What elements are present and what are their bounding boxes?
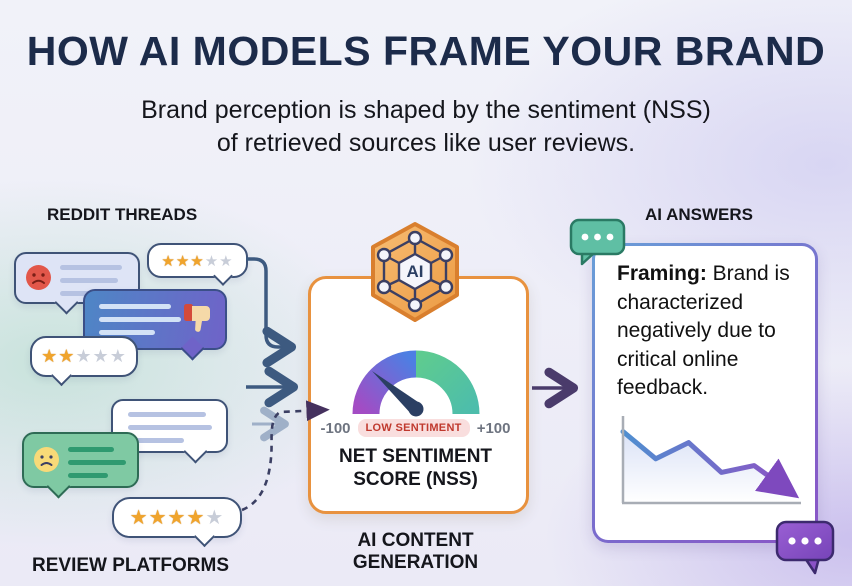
ai-content-generation-label: AI CONTENT GENERATION	[352, 530, 479, 573]
gauge-scale: -100 LOW SENTIMENT +100	[308, 419, 523, 437]
declining-trend-chart	[620, 415, 801, 504]
thumbs-down-icon	[184, 304, 210, 332]
page-title: HOW AI MODELS FRAME YOUR BRAND	[26, 28, 826, 74]
page-subtitle: Brand perception is shaped by the sentim…	[0, 94, 852, 159]
text-lines	[68, 447, 126, 478]
chat-bubble-icon-teal	[569, 218, 626, 266]
star-rating-4of5: ★★★★★	[129, 507, 225, 529]
low-sentiment-badge: LOW SENTIMENT	[357, 419, 470, 437]
sad-face-icon	[26, 265, 51, 290]
arrow-reddit-to-nss	[246, 257, 297, 368]
reddit-bubble-3-stars: ★★★★★	[147, 243, 248, 286]
reddit-bubble-2-stars: ★★★★★	[30, 336, 138, 387]
review-platforms-label: REVIEW PLATFORMS	[32, 555, 230, 576]
ai-answers-label: AI ANSWERS	[645, 205, 753, 224]
bubble-tail	[180, 336, 205, 361]
subtitle-line-1: Brand perception is shaped by the sentim…	[141, 96, 711, 124]
gauge-needle	[372, 371, 421, 415]
review-bubble-sad	[22, 432, 139, 499]
chat-bubble-icon-purple	[775, 520, 835, 575]
review-bubble-4-stars: ★★★★★	[112, 497, 242, 548]
ai-network-hexagon-icon: AI	[371, 222, 459, 322]
bubble-tail	[46, 474, 71, 499]
framing-text: Framing: Brand is characterized negative…	[617, 262, 790, 400]
sad-face-icon	[34, 447, 59, 472]
nss-title: NET SENTIMENT SCORE (NSS)	[338, 446, 493, 490]
ai-badge-text: AI	[407, 262, 424, 281]
subtitle-line-2: of retrieved sources like user reviews.	[216, 128, 636, 157]
gauge-min-label: -100	[320, 419, 351, 437]
star-rating-3of5: ★★★★★	[161, 252, 234, 270]
reddit-bubble-sad	[14, 252, 140, 315]
text-lines	[128, 412, 212, 443]
bubble-tail	[183, 439, 208, 464]
sentiment-gauge	[348, 346, 484, 417]
gauge-max-label: +100	[476, 419, 511, 437]
text-lines	[99, 304, 181, 335]
trend-line	[620, 428, 800, 498]
text-lines	[60, 265, 122, 296]
star-rating-2of5: ★★★★★	[41, 346, 127, 366]
ai-answer-card: Framing: Brand is characterized negative…	[592, 243, 818, 543]
reddit-threads-label: REDDIT THREADS	[47, 205, 198, 224]
trend-area	[623, 431, 787, 503]
bubble-tail	[50, 364, 73, 387]
framing-label: Framing:	[617, 262, 707, 285]
